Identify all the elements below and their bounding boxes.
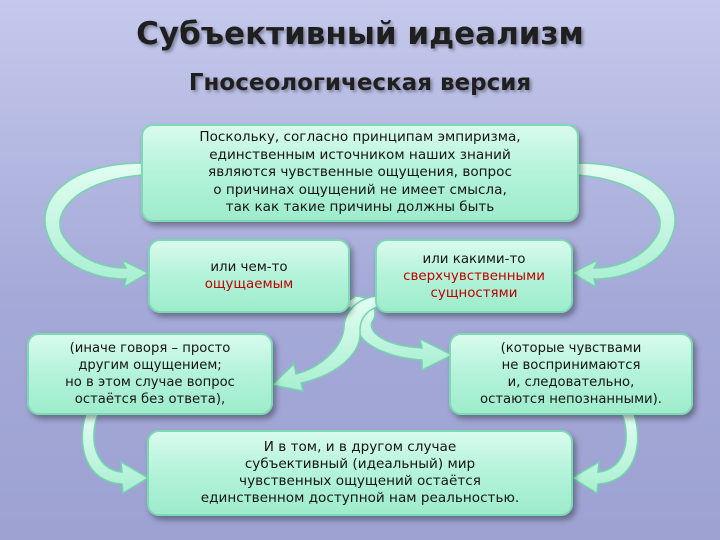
premise-line: единственным источником наших знаний [209, 146, 511, 163]
curved-arrow-icon [270, 295, 384, 392]
note-line: и, следовательно, [507, 375, 635, 390]
premise-box: Поскольку, согласно принципам эмпиризма,… [141, 124, 579, 222]
supersensible-option-box: или какими-то сверхчувственными сущностя… [375, 239, 573, 313]
conclusion-box: И в том, и в другом случае субъективный … [147, 430, 573, 516]
option-line: или какими-то [422, 251, 526, 267]
premise-line: о причинах ощущений не имеет смысла, [213, 181, 507, 198]
slide-subtitle: Гносеологическая версия [188, 70, 532, 96]
note-line: но в этом случае вопрос [65, 375, 235, 390]
option-line: или чем-то [210, 260, 288, 275]
curved-arrow-icon [570, 162, 676, 289]
note-line: (иначе говоря – просто [69, 341, 231, 356]
note-line: остаётся без ответа), [74, 392, 226, 407]
premise-line: так как такие причины должны быть [225, 199, 495, 216]
premise-line: являются чувственные ощущения, вопрос [208, 164, 512, 181]
conclusion-line: единственном доступной нам реальностью. [200, 490, 520, 506]
option-highlight: сверхчувственными [403, 268, 545, 284]
note-line: другим ощущением; [78, 358, 222, 373]
option-highlight: ощущаемым [204, 277, 294, 292]
note-line: не воспринимаются [501, 358, 641, 373]
curved-arrow-icon [81, 413, 150, 495]
conclusion-line: субъективный (идеальный) мир [244, 456, 476, 472]
option-highlight: сущностями [430, 285, 518, 301]
sensible-note-box: (иначе говоря – просто другим ощущением;… [27, 333, 273, 415]
slide-title: Субъективный идеализм [136, 16, 584, 52]
note-line: остаются непознанными). [480, 392, 662, 407]
sensible-option-box: или чем-то ощущаемым [148, 239, 350, 313]
conclusion-line: чувственных ощущений остаётся [239, 473, 481, 489]
conclusion-line: И в том, и в другом случае [263, 439, 457, 455]
curved-arrow-icon [570, 413, 639, 495]
supersensible-note-box: (которые чувствами не воспринимаются и, … [449, 333, 693, 415]
premise-line: Поскольку, согласно принципам эмпиризма, [199, 129, 521, 146]
curved-arrow-icon [44, 162, 150, 289]
note-line: (которые чувствами [500, 341, 642, 356]
